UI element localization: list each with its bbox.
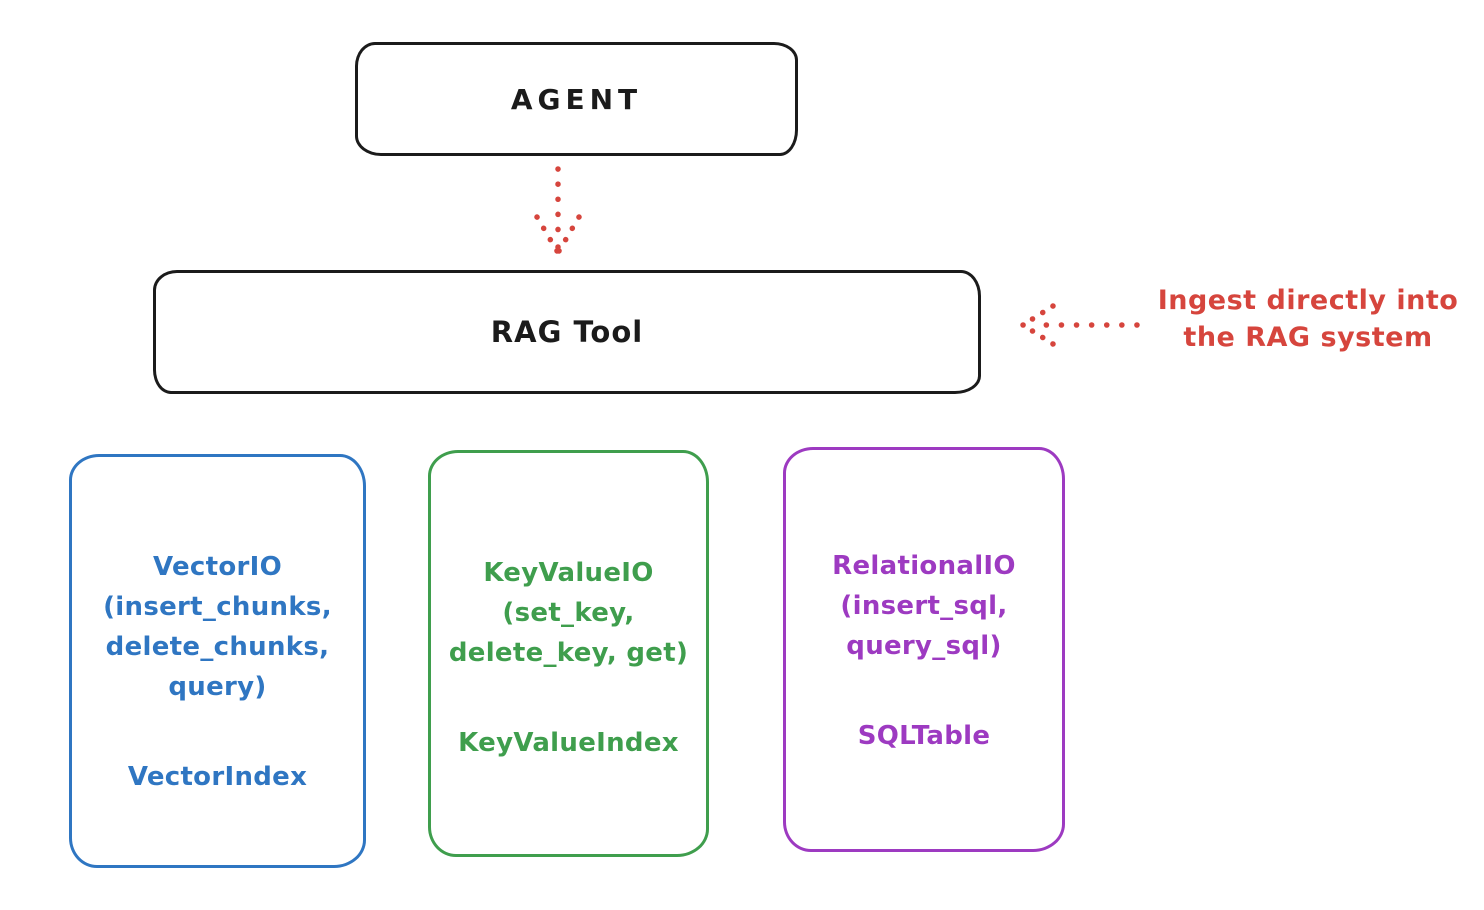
card-line: VectorIO (152, 552, 283, 582)
rag-tool-label: RAG Tool (490, 315, 644, 349)
card-index-label: VectorIndex (127, 762, 308, 792)
card-line: KeyValueIO (483, 558, 654, 588)
card-line: query) (168, 672, 267, 702)
keyvalueio-card: KeyValueIO (set_key, delete_key, get) Ke… (428, 450, 709, 857)
card-line: RelationalIO (832, 551, 1016, 581)
card-index-label: KeyValueIndex (458, 728, 679, 758)
card-index-label: SQLTable (857, 721, 991, 751)
ingest-annotation-line2: the RAG system (1183, 322, 1433, 353)
ingest-to-rag-arrow-icon (1020, 303, 1140, 347)
card-line: (insert_sql, (840, 591, 1008, 621)
card-line: query_sql) (846, 631, 1002, 661)
agent-to-rag-arrow-icon (534, 166, 582, 261)
card-line: delete_chunks, (105, 632, 330, 662)
agent-box: AGENT (355, 42, 798, 156)
ingest-annotation-line1: Ingest directly into (1157, 285, 1459, 316)
rag-tool-box: RAG Tool (153, 270, 981, 394)
relationalio-card: RelationalIO (insert_sql, query_sql) SQL… (783, 447, 1065, 852)
card-line: delete_key, get) (448, 638, 689, 668)
card-line: (set_key, (502, 598, 635, 628)
ingest-annotation: Ingest directly into the RAG system (1140, 282, 1476, 356)
vectorio-card: VectorIO (insert_chunks, delete_chunks, … (69, 454, 366, 868)
agent-label: AGENT (510, 82, 643, 116)
card-line: (insert_chunks, (103, 592, 332, 622)
